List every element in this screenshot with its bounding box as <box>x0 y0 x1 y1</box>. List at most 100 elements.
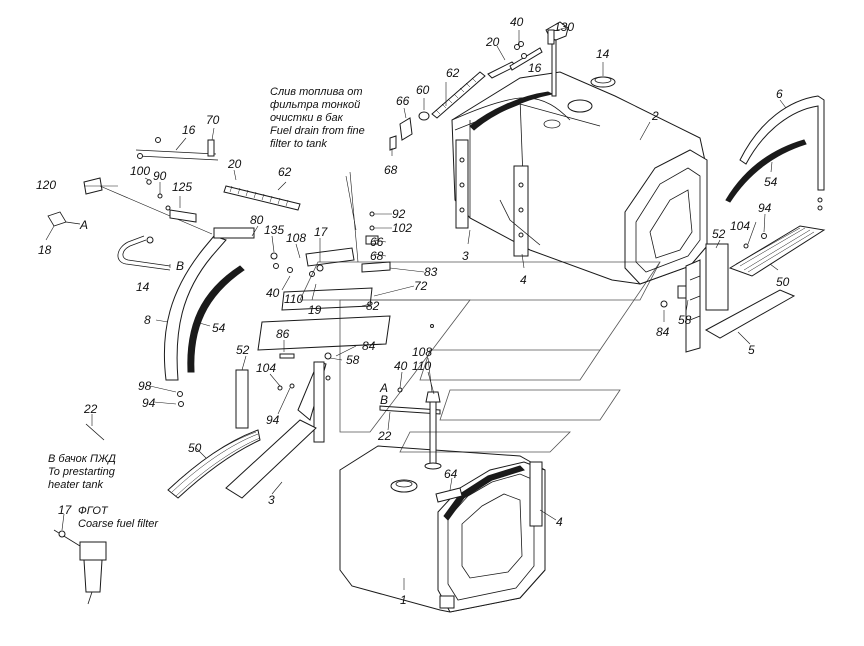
label-3: 3 <box>462 249 469 263</box>
part-number-labels: 130 40 20 16 14 62 60 66 68 2 6 54 70 16… <box>36 15 790 607</box>
label-20: 20 <box>485 35 500 49</box>
label-14: 14 <box>596 47 610 61</box>
hose-14-b <box>117 235 171 271</box>
label-108: 108 <box>286 231 306 245</box>
label-125: 125 <box>172 180 192 194</box>
spiral-hose-62-upper <box>431 71 486 119</box>
clamp-66-upper <box>399 117 413 141</box>
label-64: 64 <box>444 467 458 481</box>
svg-text:Слив топлива от: Слив топлива от <box>270 86 363 98</box>
svg-text:heater tank: heater tank <box>48 479 104 491</box>
label-68: 68 <box>370 249 384 263</box>
label-16: 16 <box>528 61 542 75</box>
left-bracket-assembly <box>225 361 331 499</box>
label-40: 40 <box>510 15 524 29</box>
label-19: 19 <box>308 303 322 317</box>
label-B: B <box>380 393 388 407</box>
label-54: 54 <box>212 321 226 335</box>
label-94: 94 <box>266 413 280 427</box>
label-52: 52 <box>712 227 726 241</box>
svg-text:ФГОТ: ФГОТ <box>78 505 109 517</box>
label-6: 6 <box>776 87 783 101</box>
label-82: 82 <box>366 299 380 313</box>
svg-text:To prestarting: To prestarting <box>48 466 116 478</box>
svg-text:Coarse fuel filter: Coarse fuel filter <box>78 518 159 530</box>
lower-fuel-tank <box>339 445 546 613</box>
label-135: 135 <box>264 223 284 237</box>
line-22-left <box>85 423 105 441</box>
label-5: 5 <box>748 343 755 357</box>
label-94: 94 <box>142 396 156 410</box>
label-20: 20 <box>227 157 242 171</box>
leader-lines <box>45 27 787 590</box>
label-50: 50 <box>188 441 202 455</box>
label-62: 62 <box>446 66 460 80</box>
label-108: 108 <box>412 345 432 359</box>
clip-68-upper <box>389 135 397 151</box>
upper-fuel-tank <box>451 71 708 285</box>
label-83: 83 <box>424 265 438 279</box>
label-22: 22 <box>377 429 392 443</box>
label-68: 68 <box>384 163 398 177</box>
label-104: 104 <box>256 361 276 375</box>
label-22: 22 <box>83 402 98 416</box>
label-14: 14 <box>136 280 150 294</box>
label-3: 3 <box>268 493 275 507</box>
fuel-level-sensor <box>545 21 569 97</box>
fuel-level-sensor-lower <box>424 391 442 470</box>
filler-cap-14 <box>590 76 616 88</box>
upper-right-strap <box>725 95 825 211</box>
coarse-fuel-filter <box>53 529 107 605</box>
label-50: 50 <box>776 275 790 289</box>
left-strap-8 <box>163 227 255 407</box>
center-hardware <box>257 171 438 402</box>
label-70: 70 <box>206 113 220 127</box>
label-1: 1 <box>400 593 407 607</box>
label-110: 110 <box>284 292 303 306</box>
label-66: 66 <box>396 94 410 108</box>
label-104: 104 <box>730 219 750 233</box>
label-58: 58 <box>678 313 692 327</box>
label-100: 100 <box>130 164 150 178</box>
spiral-hose-62-left <box>223 185 301 211</box>
label-110: 110 <box>412 359 431 373</box>
label-17: 17 <box>58 503 73 517</box>
label-120: 120 <box>36 178 56 192</box>
upper-tank-brackets <box>455 139 541 257</box>
fuel-lines-upper <box>487 41 543 79</box>
label-84: 84 <box>656 325 670 339</box>
label-52: 52 <box>236 343 250 357</box>
washer-60 <box>418 111 430 121</box>
step-plate-50-left <box>167 429 261 499</box>
watermark-logo <box>299 261 661 453</box>
svg-text:filter to tank: filter to tank <box>270 138 327 150</box>
left-fuel-lines <box>47 137 219 235</box>
label-130: 130 <box>554 20 574 34</box>
label-84: 84 <box>362 339 376 353</box>
label-16: 16 <box>182 123 196 137</box>
label-A: A <box>379 381 388 395</box>
label-60: 60 <box>416 83 430 97</box>
note-fine-filter-drain: Слив топлива от фильтра тонкой очистки в… <box>270 86 365 150</box>
label-92: 92 <box>392 207 406 221</box>
label-90: 90 <box>153 169 167 183</box>
svg-text:В бачок ПЖД: В бачок ПЖД <box>48 453 116 465</box>
label-98: 98 <box>138 379 152 393</box>
label-80: 80 <box>250 213 264 227</box>
label-18: 18 <box>38 243 52 257</box>
label-8: 8 <box>144 313 151 327</box>
label-4: 4 <box>556 515 563 529</box>
note-prestarting-heater: В бачок ПЖД To prestarting heater tank <box>48 453 116 491</box>
label-66: 66 <box>370 235 384 249</box>
note-coarse-filter: ФГОТ Coarse fuel filter <box>78 505 159 530</box>
label-54: 54 <box>764 175 778 189</box>
step-plate-50-right <box>728 225 826 277</box>
label-4: 4 <box>520 273 527 287</box>
label-102: 102 <box>392 221 412 235</box>
label-72: 72 <box>414 279 428 293</box>
right-bracket-assembly <box>660 233 796 353</box>
label-86: 86 <box>276 327 290 341</box>
label-17: 17 <box>314 225 329 239</box>
label-58: 58 <box>346 353 360 367</box>
